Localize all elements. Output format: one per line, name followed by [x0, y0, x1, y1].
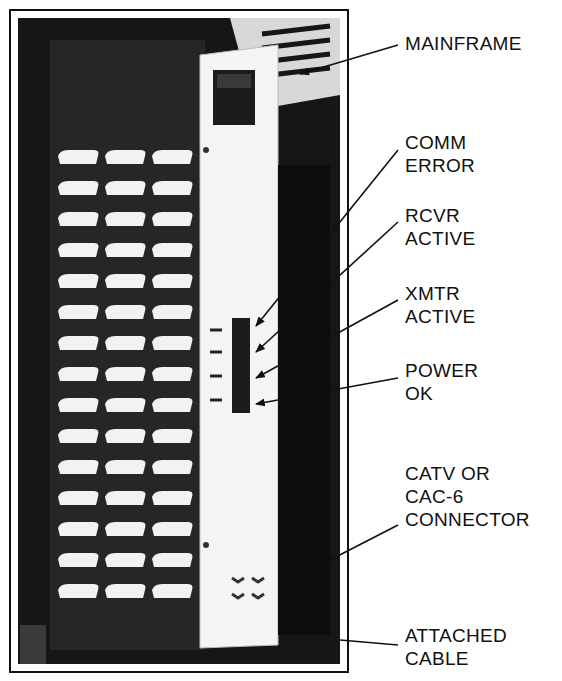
callout-label: XMTR ACTIVE: [405, 283, 475, 329]
callout-label: POWER OK: [405, 360, 478, 406]
callout-label: ATTACHED CABLE: [405, 625, 507, 671]
callout-label: RCVR ACTIVE: [405, 205, 475, 251]
callout-label: COMM ERROR: [405, 132, 475, 178]
callout-label: MAINFRAME: [405, 33, 522, 56]
callout-label: CATV OR CAC-6 CONNECTOR: [405, 463, 530, 531]
